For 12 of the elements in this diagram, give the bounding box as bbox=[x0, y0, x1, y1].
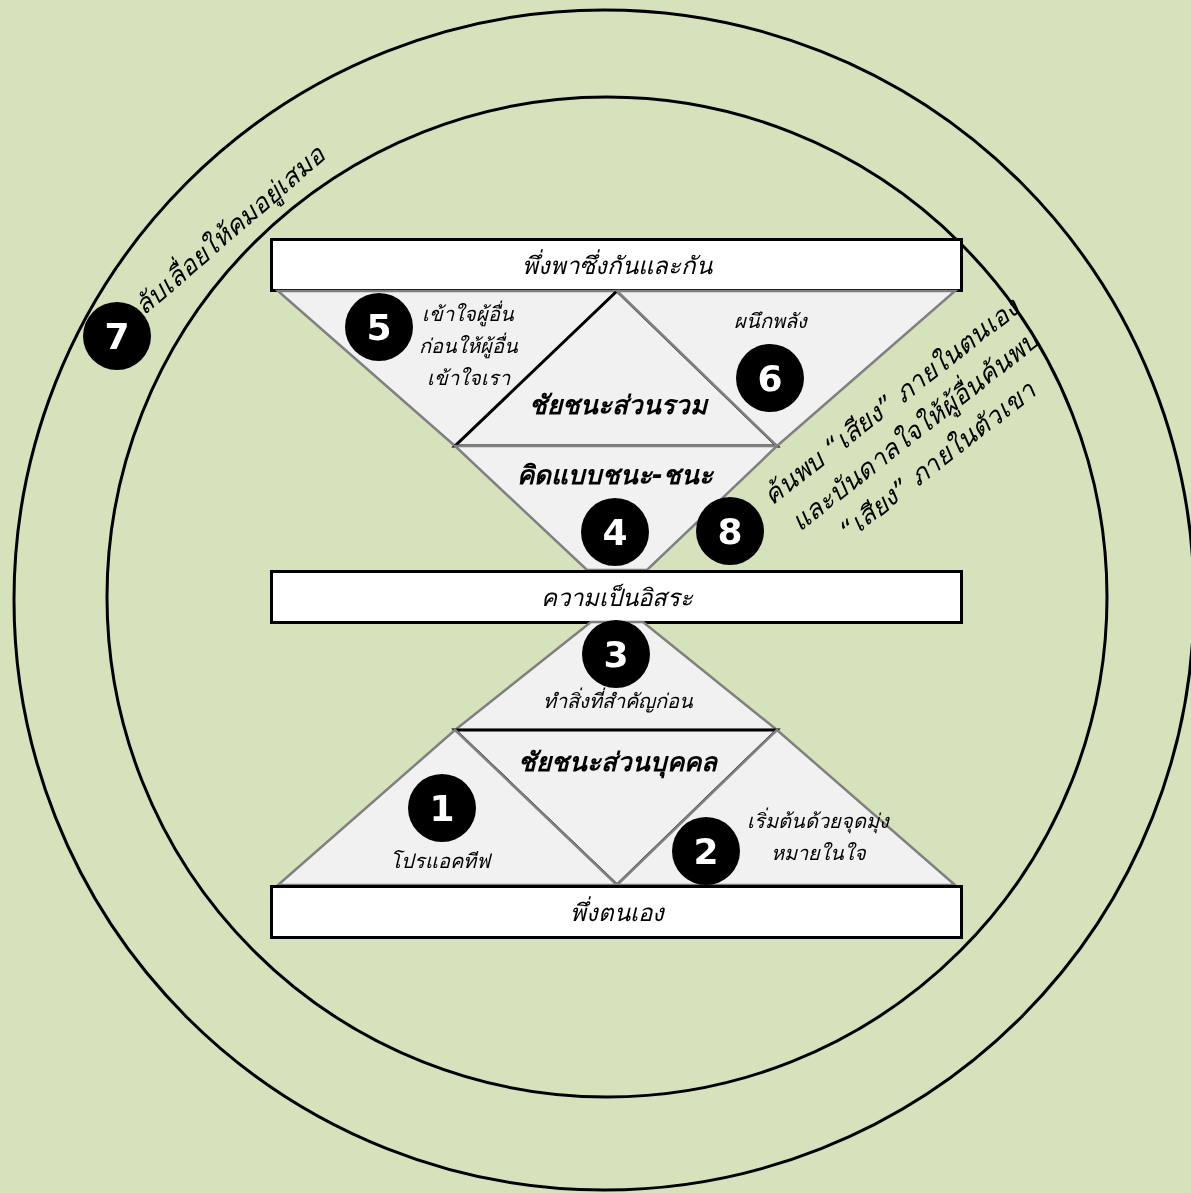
segment-heading: ชัยชนะส่วนบุคคล bbox=[517, 746, 719, 781]
banner-label: พึ่งตนเอง bbox=[569, 895, 664, 929]
number-badge: 8 bbox=[696, 497, 764, 565]
segment-label: คิดแบบชนะ-ชนะ bbox=[516, 459, 715, 492]
segment-label: ทำสิ่งที่สำคัญก่อน bbox=[541, 686, 694, 715]
level-banner bbox=[270, 885, 963, 939]
segment-label: เริ่มต้นด้วยจุดมุ่งหมายในใจ bbox=[746, 806, 891, 867]
triangle-segment bbox=[455, 622, 777, 730]
segment-label: โปรแอคทีฟ bbox=[389, 848, 493, 875]
banner-label: พึ่งพาซึ่งกันและกัน bbox=[521, 248, 712, 282]
banner-label: ความเป็นอิสระ bbox=[540, 582, 693, 614]
level-banner bbox=[270, 570, 963, 624]
